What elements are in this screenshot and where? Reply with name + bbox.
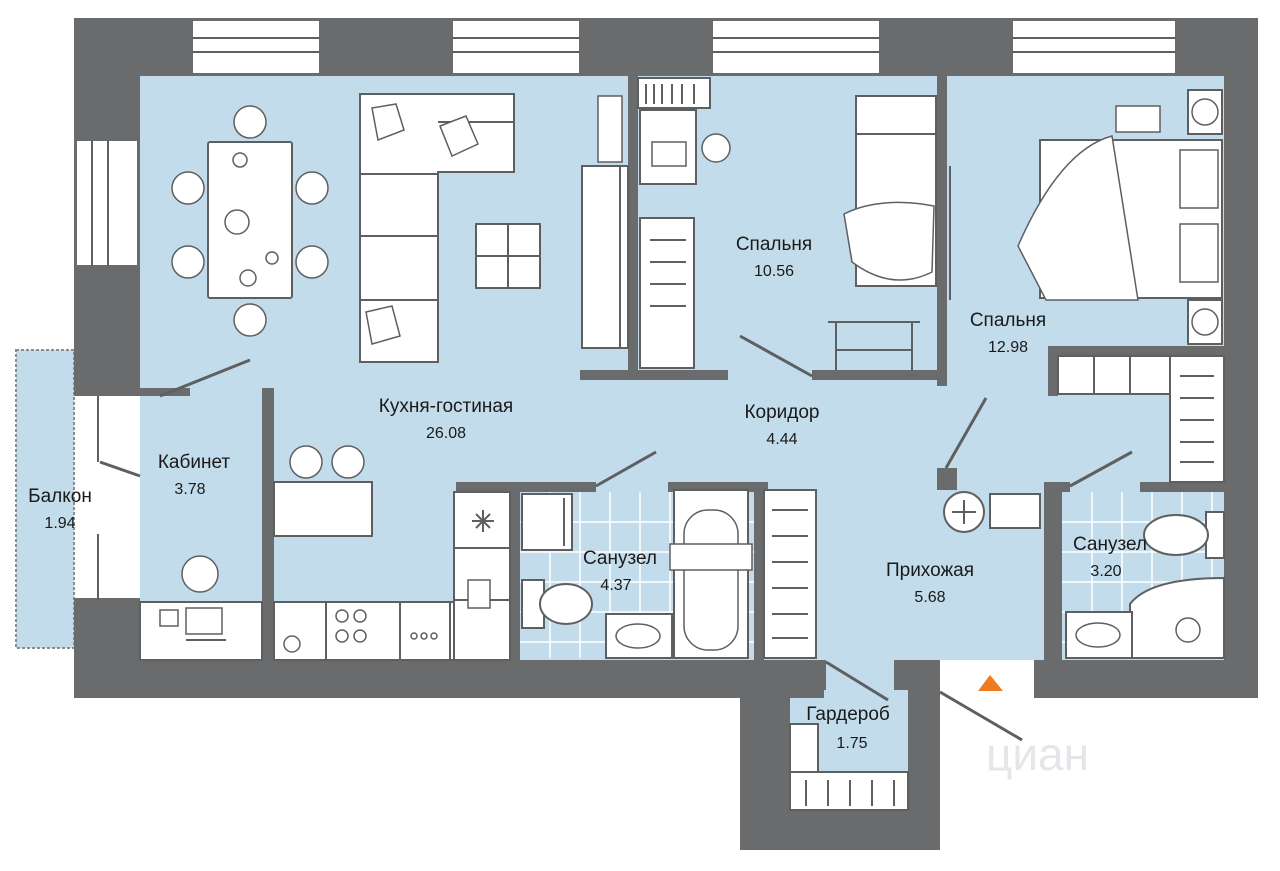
door-entrance xyxy=(939,690,1023,742)
door-wardrobe xyxy=(825,660,889,702)
sofa xyxy=(359,93,515,363)
area-bathroom-2: 3.20 xyxy=(1090,563,1121,580)
label-study: Кабинет xyxy=(158,452,231,473)
window-1 xyxy=(191,19,321,75)
area-bathroom-1: 4.37 xyxy=(600,577,631,594)
label-wardrobe: Гардероб xyxy=(806,704,890,725)
bathroom-2-furniture xyxy=(1065,511,1225,659)
hallway-furniture xyxy=(943,491,1041,533)
watermark: циан xyxy=(986,728,1089,780)
bedroom-2-furniture xyxy=(1017,89,1225,483)
window-2 xyxy=(451,19,581,75)
label-bedroom-2: Спальня xyxy=(970,310,1046,331)
study-desk xyxy=(139,555,263,661)
door-bathroom-1 xyxy=(595,450,657,488)
label-hallway: Прихожая xyxy=(886,560,974,581)
door-study xyxy=(159,358,251,398)
bathroom-1-furniture xyxy=(521,489,817,659)
window-4 xyxy=(1011,19,1177,75)
area-hallway: 5.68 xyxy=(914,589,945,606)
room-labels: Кухня-гостиная 26.08 Спальня 10.56 Спаль… xyxy=(28,234,1147,752)
kitchen-counter xyxy=(273,445,511,661)
area-balcony: 1.94 xyxy=(44,515,75,532)
door-balcony xyxy=(99,460,141,478)
coffee-table xyxy=(475,223,541,289)
area-bedroom-1: 10.56 xyxy=(754,263,794,280)
dining-set xyxy=(171,105,329,337)
area-corridor: 4.44 xyxy=(766,431,797,448)
label-bathroom-1: Санузел xyxy=(583,548,657,569)
area-study: 3.78 xyxy=(174,481,205,498)
area-wardrobe: 1.75 xyxy=(836,735,867,752)
wardrobe-furniture xyxy=(789,723,909,811)
label-balcony: Балкон xyxy=(28,486,92,507)
area-kitchen-living: 26.08 xyxy=(426,425,466,442)
bedroom-1-furniture xyxy=(581,77,951,370)
doors xyxy=(97,334,1133,742)
area-bedroom-2: 12.98 xyxy=(988,339,1028,356)
label-bedroom-1: Спальня xyxy=(736,234,812,255)
label-bathroom-2: Санузел xyxy=(1073,534,1147,555)
window-3 xyxy=(711,19,881,75)
label-kitchen-living: Кухня-гостиная xyxy=(379,396,513,417)
windows xyxy=(75,19,1177,267)
balcony-railing xyxy=(15,349,75,649)
door-bedroom-2 xyxy=(944,397,988,469)
triangle-up-icon xyxy=(978,675,1003,691)
label-corridor: Коридор xyxy=(744,402,819,423)
door-bathroom-2 xyxy=(1069,450,1133,488)
interior-walls xyxy=(140,76,1224,690)
door-bedroom-1 xyxy=(739,334,813,378)
